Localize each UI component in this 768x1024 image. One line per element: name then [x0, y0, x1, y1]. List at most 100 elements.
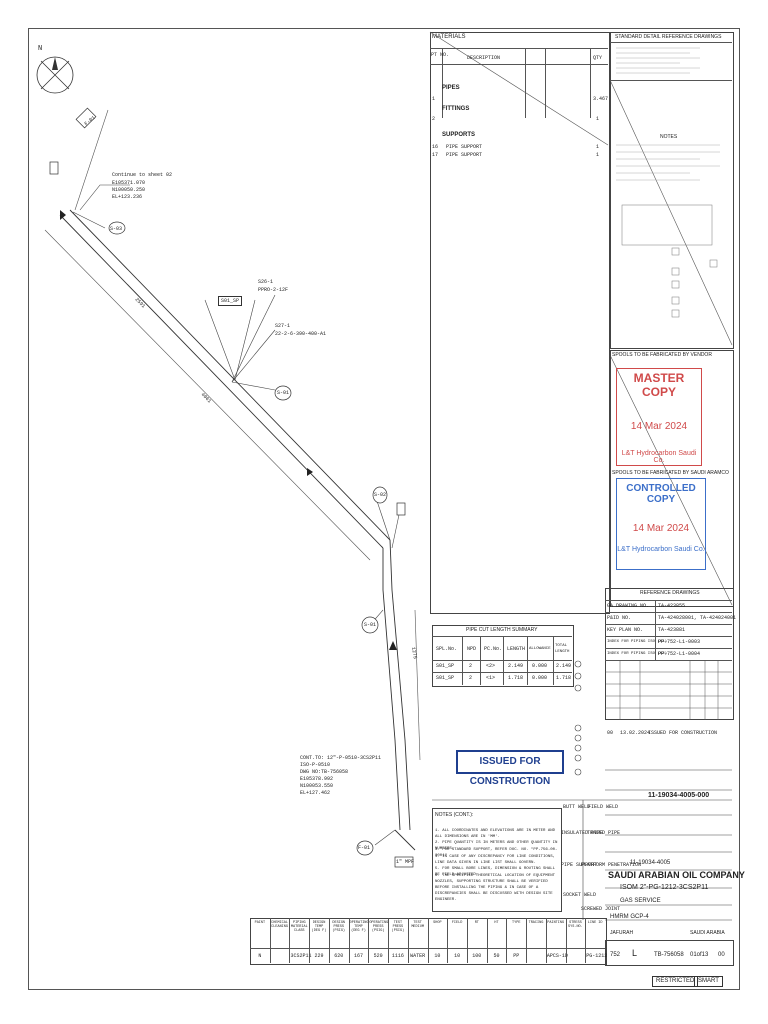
cont-dwg: DWG NO:TB-756058 [300, 769, 349, 775]
ref-label: INDEX FOR PIPING ISO (K1) [607, 640, 668, 644]
cut-cell: 2.149 [556, 663, 572, 669]
drawing-number: 11-19034-4005-000 [648, 792, 710, 799]
country: SAUDI ARABIA [690, 930, 725, 936]
cut-length-table [432, 625, 574, 687]
service: GAS SERVICE [620, 898, 661, 904]
spools-panel [610, 350, 734, 607]
row-no: 2 [432, 116, 436, 122]
legend-socket-weld: SOCKET WELD [563, 892, 597, 898]
title-block-bottom [605, 940, 734, 966]
coord-n: N100050.250 [112, 187, 146, 193]
ref-value: PP-752-L1-0003 [658, 639, 701, 645]
std-ref-title: STANDARD DETAIL REFERENCE DRAWINGS [615, 34, 722, 40]
line-data-header: STRESS SYS.NO. [568, 921, 583, 929]
ref-value: TA-424028001, TA-424024001 [658, 615, 737, 621]
line-data-value: 620 [334, 953, 344, 959]
notes-cont-panel [432, 808, 562, 912]
ref-value: TA-423881 [658, 627, 686, 633]
cont-iso: ISO-P-0510 [300, 762, 331, 768]
line-data-table [250, 918, 607, 965]
stamp-company: L&T Hydrocarbon Saudi Co. [621, 450, 697, 464]
reference-title: REFERENCE DRAWINGS [640, 590, 700, 596]
cut-cell: 1.718 [556, 675, 572, 681]
rev-no: 00 [607, 730, 614, 736]
legend-pipe-support: PIPE SUPPORT [561, 862, 598, 868]
pipe-run [59, 209, 416, 851]
section-fittings: FITTINGS [442, 106, 470, 112]
iso-title: ISOM 2"-PG-1212-3CS2P11 [620, 884, 709, 891]
bubble-label: S-01 [277, 390, 290, 396]
line-data-value: 229 [314, 953, 324, 959]
cut-cell: 0.000 [532, 675, 548, 681]
cut-header: PC.No. [484, 646, 503, 652]
rev-desc: ISSUED FOR CONSTRUCTION [648, 730, 718, 736]
row-qty: 1 [596, 152, 600, 158]
note-item: 5. FOR SMALL BORE LINES, DIMENSION & ROU… [435, 867, 556, 877]
line-data-header: HT [494, 921, 499, 925]
support-ref: PPRO-2-12F [258, 287, 289, 293]
legend-traced: TRACED PIPE [587, 830, 621, 836]
dwg-type: TB-756058 [654, 952, 684, 958]
cont-e: E105378.992 [300, 776, 334, 782]
cut-header: ALLOWANCE [529, 647, 551, 651]
legend-butt-weld: BUTT WELD [563, 804, 591, 810]
ref-value: PP-752-L1-0004 [658, 651, 701, 657]
line-data-header: LINE ID [587, 921, 603, 925]
cut-cell: 0.000 [532, 663, 548, 669]
location: JAFURAH [610, 930, 634, 936]
coord-e: E105371.070 [112, 180, 146, 186]
rev-number: 00 [718, 952, 725, 958]
line-data-header: TEST MEDIUM [411, 921, 424, 929]
bubble-label: 1" MPF [396, 859, 415, 865]
line-data-header: PAINTING [547, 921, 565, 925]
line-data-header: CHEMICAL CLEANING [271, 921, 288, 929]
cut-cell: 2 [469, 663, 473, 669]
stamp-company: L&T Hydrocarbon Saudi Co. [617, 546, 705, 553]
cont-el: EL+127.462 [300, 790, 331, 796]
line-data-header: TRACING [528, 921, 544, 925]
note-item: 4. IN CASE OF ANY DISCREPANCY FOR LINE C… [435, 855, 556, 865]
row-qty: 1 [596, 144, 600, 150]
cut-cell: 2 [469, 675, 473, 681]
coord-el: EL+123.236 [112, 194, 143, 200]
north-label: N [38, 45, 43, 53]
line-data-header: DESIGN TEMP (DEG F) [311, 921, 327, 933]
row-qty: 3.467 [593, 96, 609, 102]
line-data-value: 50 [493, 953, 500, 959]
reference-panel [605, 588, 734, 720]
notes-title: NOTES [660, 134, 678, 140]
section-pipes: PIPES [442, 85, 460, 91]
bubble-label: S-02 [374, 492, 387, 498]
line-data-value: APCS-1D [546, 953, 568, 959]
line-data-header: RT [474, 921, 479, 925]
spool-tag: S01_SP [218, 296, 243, 306]
cut-cell: S01_SP [436, 663, 455, 669]
issued-for-construction-stamp: ISSUED FOR CONSTRUCTION [456, 750, 564, 787]
cut-cell: <1> [486, 675, 496, 681]
materials-header: MATERIALS [432, 34, 466, 40]
col-pt: PT NO. [431, 52, 450, 58]
note-item: 2. PIPE QUANTITY IS IN METERS AND OTHER … [435, 841, 558, 851]
ref-value: TA-423855 [658, 603, 686, 609]
line-data-value: 520 [373, 953, 383, 959]
master-copy-stamp: MASTER COPY 14 Mar 2024 L&T Hydrocarbon … [616, 368, 702, 466]
materials-panel [430, 32, 610, 614]
ref-label: P&ID NO. [607, 615, 632, 621]
restricted-label: RESTRICTED [652, 976, 699, 987]
line-data-header: PIPING MATERIAL CLASS [290, 921, 308, 933]
line-data-header: TEST PRESS (PSIG) [391, 921, 405, 933]
ref-label: INDEX FOR PIPING ISO (K2) [607, 652, 668, 656]
legend-field-weld: FIELD WELD [588, 804, 619, 810]
ref-label: KEY PLAN NO. [607, 627, 644, 633]
line-data-value: N [258, 953, 262, 959]
row-no: 16 [432, 144, 439, 150]
line-data-value: 167 [353, 953, 363, 959]
bubble-label: F-01 [358, 845, 371, 851]
line-data-header: SHOP [433, 921, 442, 925]
line-data-value: 3CS2P11 [290, 953, 312, 959]
stamp-title: CONTROLLED COPY [626, 483, 696, 505]
line-data-header: PAINT [254, 921, 266, 925]
